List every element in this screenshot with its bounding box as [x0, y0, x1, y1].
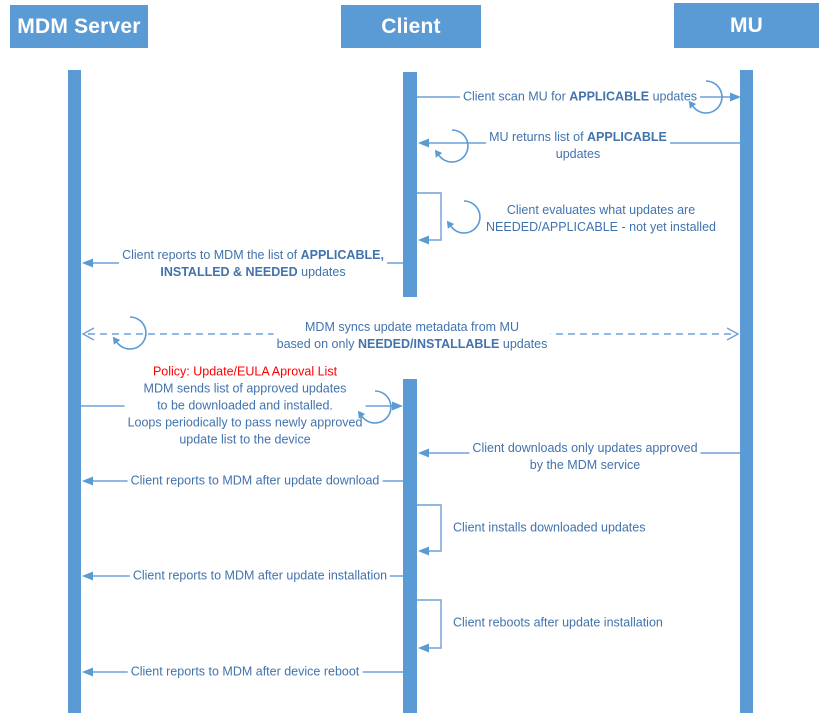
- actor-mdm-server-label: MDM Server: [17, 14, 141, 38]
- message-reports-list: Client reports to MDM the list of APPLIC…: [119, 247, 387, 281]
- message-installs: Client installs downloaded updates: [450, 519, 649, 537]
- actor-client-label: Client: [381, 14, 441, 38]
- message-reboots: Client reboots after update installation: [450, 614, 666, 632]
- actor-mdm-server: MDM Server: [10, 5, 148, 48]
- actor-client: Client: [341, 5, 481, 48]
- arrow-reboots-self: [417, 599, 442, 653]
- message-report-download: Client reports to MDM after update downl…: [127, 472, 383, 490]
- arrow-evaluates-self: [417, 192, 442, 245]
- actor-mu-label: MU: [729, 13, 764, 37]
- actor-mu: MU: [674, 3, 819, 48]
- lifeline-client-segment-1: [403, 72, 417, 297]
- arrow-installs-self: [417, 504, 442, 556]
- lifeline-mu: [740, 70, 753, 713]
- message-report-install: Client reports to MDM after update insta…: [129, 567, 391, 585]
- lifeline-client-segment-2: [403, 379, 417, 713]
- arrow-sync-dashed: [81, 327, 740, 341]
- message-scan: Client scan MU for APPLICABLE updates: [459, 88, 701, 106]
- lifeline-mdm: [68, 70, 81, 713]
- message-report-reboot: Client reports to MDM after device reboo…: [127, 663, 363, 681]
